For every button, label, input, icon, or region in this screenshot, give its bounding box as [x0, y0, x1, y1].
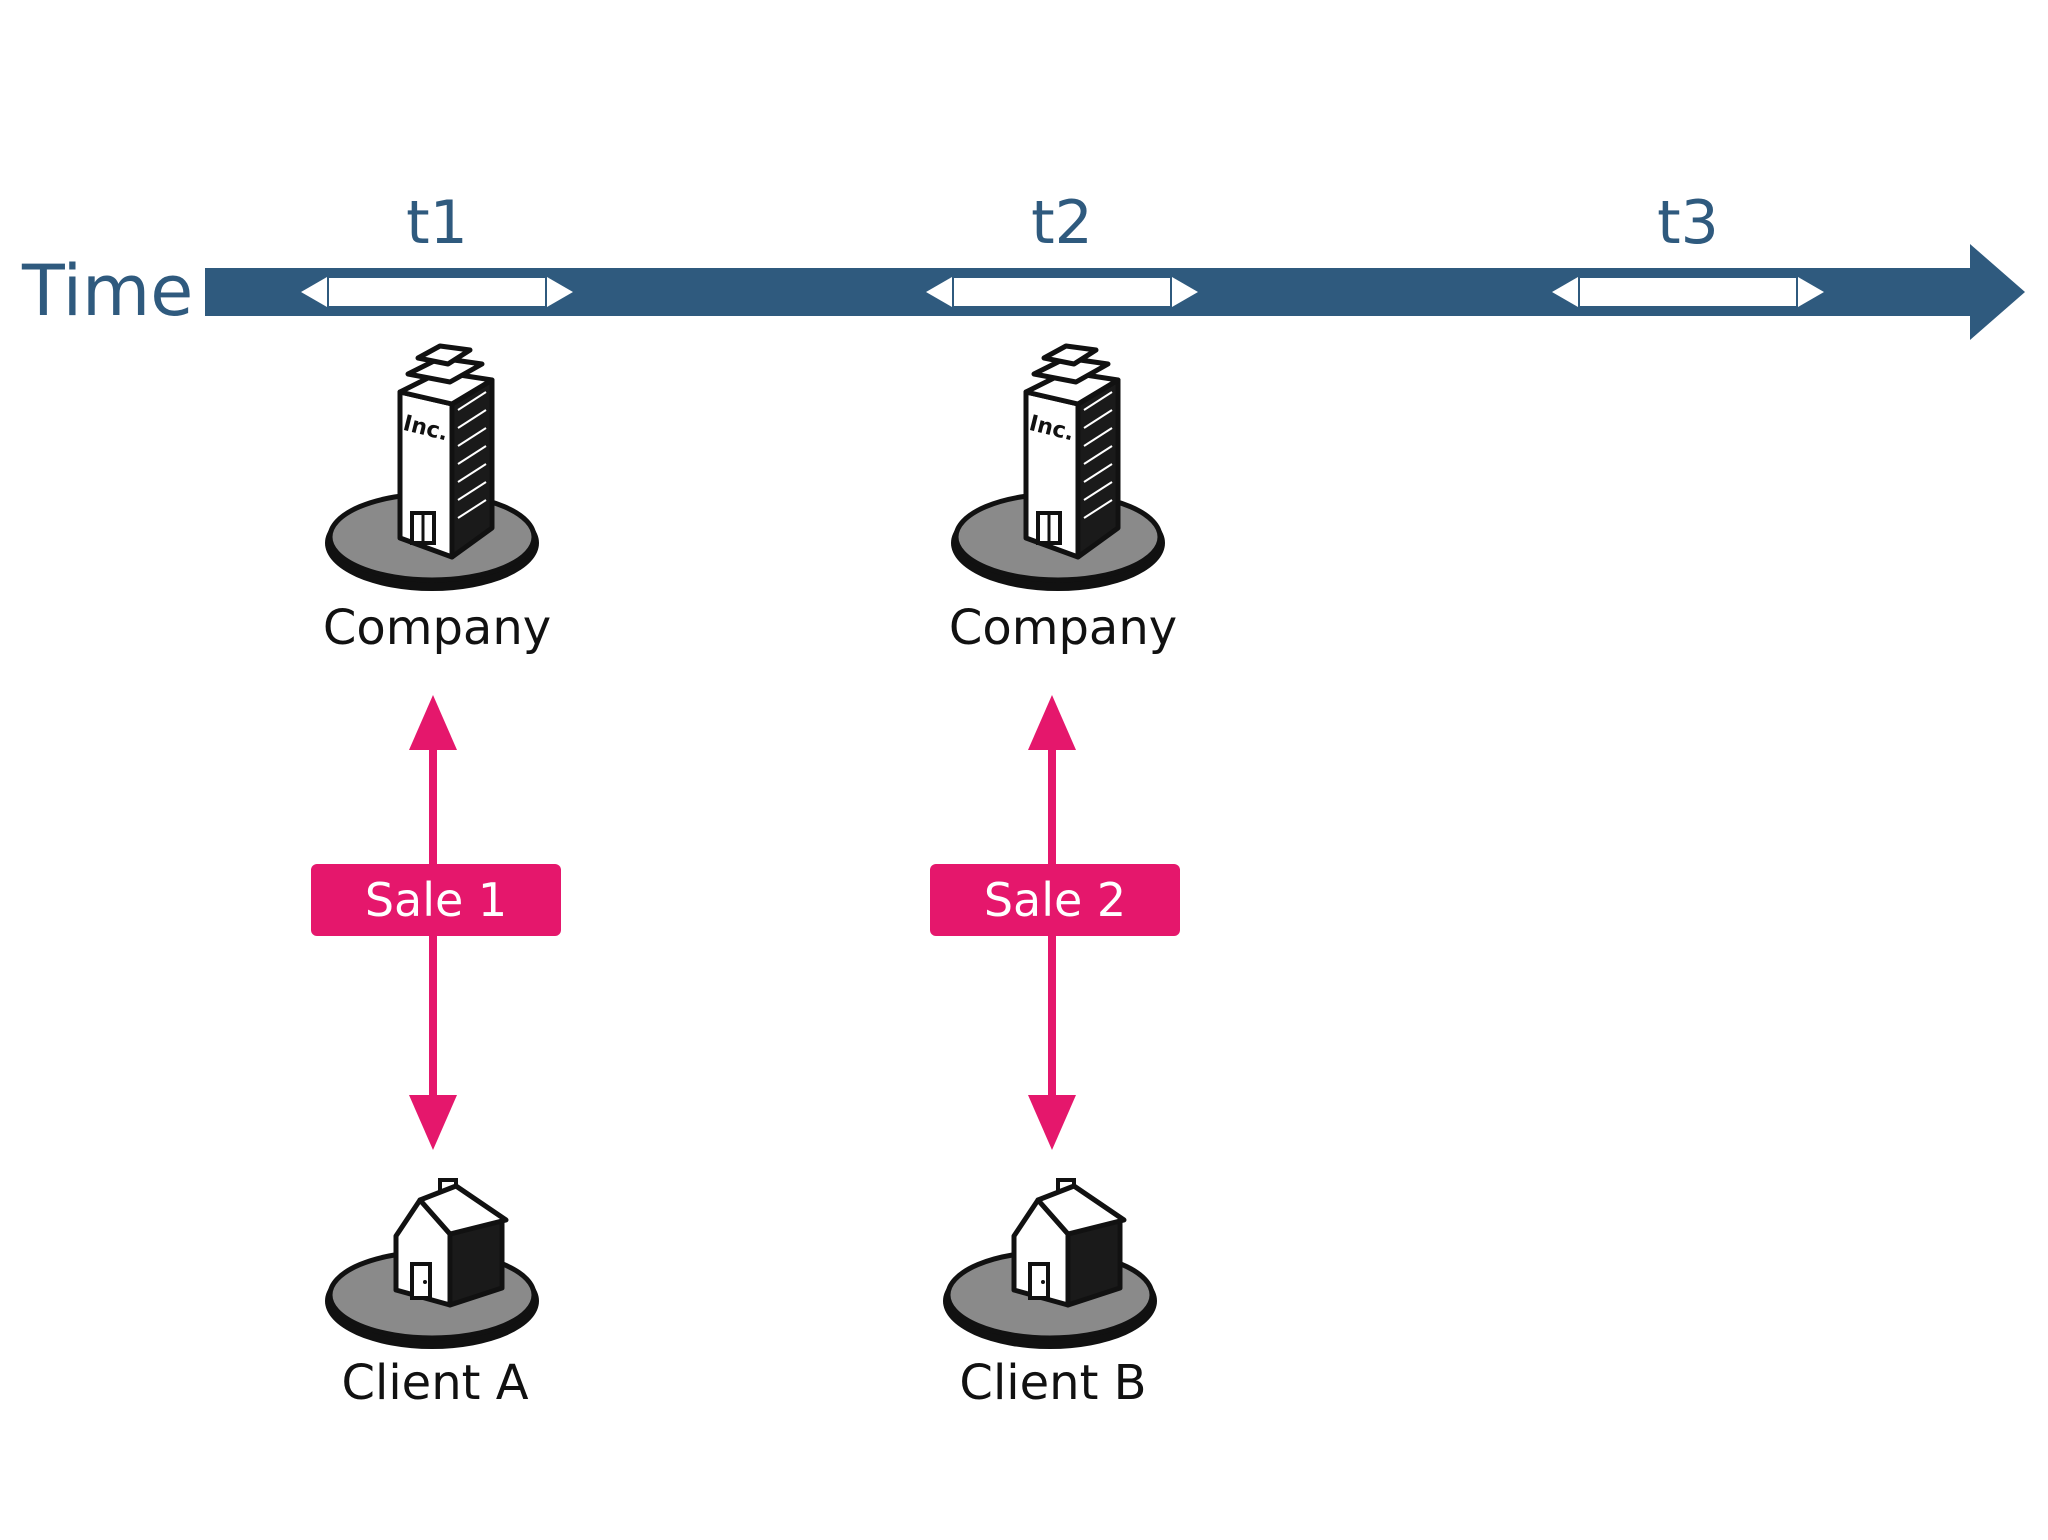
- sale-2-label: Sale 2: [983, 873, 1127, 927]
- company-label-1: Company: [322, 600, 552, 656]
- sale-1-label: Sale 1: [364, 873, 508, 927]
- company-label-2: Company: [948, 600, 1178, 656]
- sale-1-badge: Sale 1: [311, 864, 561, 936]
- period-range-marker-2: [926, 274, 1198, 310]
- client-b-label: Client B: [959, 1355, 1147, 1411]
- house-icon-2: [943, 1180, 1157, 1349]
- period-range-marker-1: [301, 274, 573, 310]
- office-building-icon-1: [325, 346, 539, 591]
- client-a-label: Client A: [341, 1355, 529, 1411]
- house-icon-1: [325, 1180, 539, 1349]
- time-axis-label: Time: [22, 250, 194, 332]
- office-building-icon-2: [951, 346, 1165, 591]
- period-range-marker-3: [1552, 274, 1824, 310]
- period-label-t3: t3: [1657, 188, 1719, 258]
- period-label-t2: t2: [1031, 188, 1093, 258]
- sale-2-badge: Sale 2: [930, 864, 1180, 936]
- period-label-t1: t1: [406, 188, 468, 258]
